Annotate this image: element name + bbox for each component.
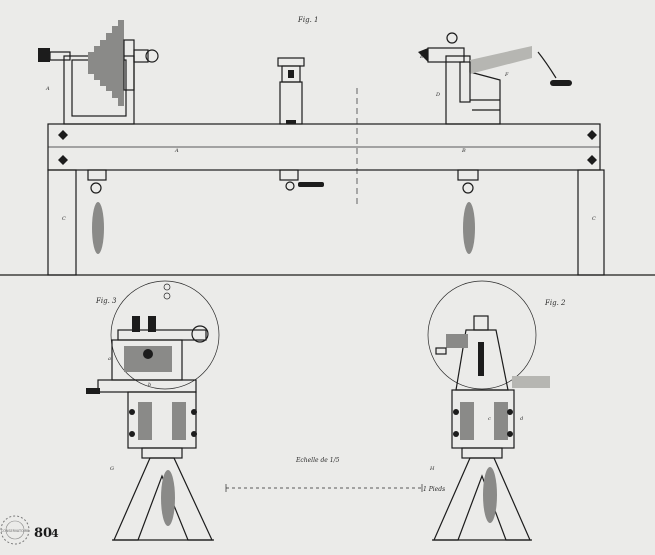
scale-end-label: 1 Pieds <box>423 486 445 493</box>
tool-rest <box>277 57 305 125</box>
sheet-number: 80 <box>34 526 52 541</box>
letter-centre: E <box>419 54 424 60</box>
letter-b: b <box>148 382 151 388</box>
letter-slide: F <box>504 72 509 78</box>
letter-bench: A <box>174 148 179 154</box>
letter-stand-right: H <box>429 466 435 472</box>
bench-leg-right <box>577 169 605 276</box>
letter-bench-right: B <box>461 148 466 154</box>
bench-leg-left <box>47 169 77 276</box>
fig2-label: Fig. 2 <box>544 299 566 307</box>
fig3-end-view <box>86 280 220 541</box>
sheet-number-suffix: 4 <box>51 527 59 540</box>
letter-d: d <box>520 416 523 422</box>
letter-leg-left: C <box>62 216 66 222</box>
fig3-label: Fig. 3 <box>95 297 117 305</box>
part-letters: A A B C C D E F G H a b c d <box>45 54 596 472</box>
letter-stand-left: G <box>110 466 114 472</box>
letter-c: c <box>488 416 491 422</box>
scale-caption: Echelle de 1/5 <box>295 457 340 464</box>
fig2-end-view <box>427 280 550 541</box>
bench-bolts <box>58 130 597 165</box>
archive-stamp: CONSERVATOIRE <box>0 515 30 545</box>
stamp-text: CONSERVATOIRE <box>1 529 29 533</box>
scale-bar: 1 Pieds Echelle de 1/5 <box>225 457 445 493</box>
headstock <box>38 20 159 125</box>
letter-tailstock: D <box>435 92 440 98</box>
letter-leg-right: C <box>592 216 596 222</box>
letter-headstock: A <box>45 86 50 92</box>
pulley-outline-fig2 <box>427 280 537 390</box>
fig1-label: Fig. 1 <box>297 16 318 24</box>
fig1-side-elevation <box>0 20 655 276</box>
tailstock <box>418 32 572 125</box>
treadle-cranks <box>87 169 479 254</box>
pulley-outline <box>110 280 220 390</box>
letter-a: a <box>108 356 111 362</box>
